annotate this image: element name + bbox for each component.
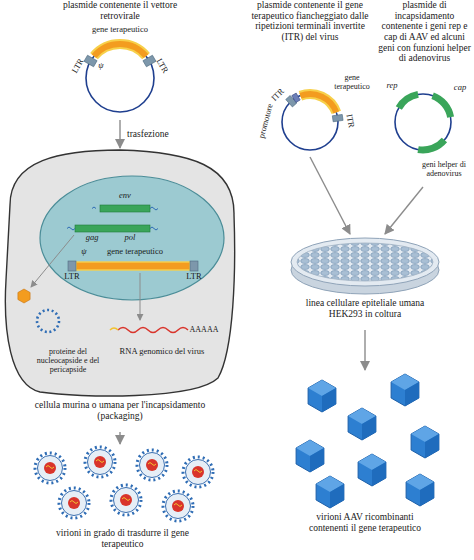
aav-virion — [358, 454, 386, 486]
gene-name: cap — [454, 83, 466, 92]
cell-membrane — [5, 150, 234, 396]
node-caption: plasmide contenente il vettore retrovira… — [50, 0, 190, 21]
aav-virion — [296, 440, 324, 472]
gag-pol-gene — [75, 225, 150, 232]
protein-label: proteine del nucleocapside e del pericap… — [28, 348, 108, 374]
itr-label: ITR — [344, 113, 356, 128]
dna-ends — [67, 207, 158, 230]
helper-label: geni helper di adenovirus — [418, 161, 470, 179]
cell-monolayer — [297, 243, 433, 281]
virion — [111, 485, 141, 515]
aav-virion — [348, 408, 376, 440]
aav-virion — [411, 426, 439, 458]
promoter-label: promotore — [257, 103, 275, 140]
ltr-box — [68, 261, 76, 271]
aav-virion — [316, 476, 344, 508]
nucleus — [40, 176, 224, 300]
virion — [137, 450, 167, 480]
aav-virions — [296, 374, 439, 508]
virion — [85, 447, 115, 477]
plasmid-ring — [282, 94, 338, 150]
dish-rim — [291, 238, 439, 286]
packaging-cell — [5, 150, 234, 396]
itr-label: ITR — [270, 87, 286, 103]
gene-name: rep — [386, 81, 397, 90]
therapeutic-gene — [300, 94, 336, 112]
ltr-box — [143, 55, 156, 67]
envelope-proteins — [37, 310, 59, 332]
gene-outline — [300, 94, 336, 112]
virion-group: virioni AAV ricombinanti contenenti il g… — [290, 372, 440, 554]
cap-gene — [433, 96, 451, 117]
helper-genes — [418, 140, 444, 150]
node-caption: cellula murina o umana per l'incapsidame… — [20, 400, 220, 421]
aav-virion — [308, 380, 336, 412]
flow-arrow — [385, 187, 423, 234]
node-caption: plasmide di incapsidamento contenente i … — [378, 0, 472, 64]
transcription-arrow — [140, 273, 141, 320]
virion — [183, 457, 213, 487]
plasmid-ring — [86, 44, 154, 112]
flow-arrow — [119, 120, 120, 148]
virion — [163, 491, 193, 521]
plasmid-node: plasmide di incapsidamento contenente i … — [377, 0, 472, 185]
virion — [35, 453, 65, 483]
gene-name: gag — [86, 233, 99, 242]
env-gene — [100, 205, 150, 212]
edge-label: trasfezione — [126, 129, 170, 139]
virion-group: virioni in grado di trasdurre il gene te… — [20, 446, 225, 554]
psi-label: ψ — [81, 247, 86, 256]
flow-arrow — [310, 157, 350, 234]
rna-label: RNA genomico del virus — [120, 347, 205, 356]
aav-virion — [391, 374, 419, 406]
capsid-protein — [18, 289, 30, 303]
gene-label: gene terapeutico — [329, 74, 375, 92]
node-caption: virioni AAV ricombinanti contenenti il g… — [300, 512, 430, 533]
aav-virion — [406, 474, 434, 506]
flow-arrow — [119, 432, 120, 444]
dish-node: linea cellulare epiteliale umana HEK293 … — [290, 236, 440, 328]
packaging-plasmid — [395, 94, 451, 150]
retroviral-plasmid — [84, 44, 156, 112]
culture-dish — [291, 238, 439, 294]
promoter — [292, 93, 300, 102]
gene-name: env — [119, 191, 131, 200]
gene-outline — [94, 44, 146, 56]
rna-cap — [110, 328, 118, 330]
node-caption: virioni in grado di trasdurre il gene te… — [43, 528, 203, 549]
retroviral-virions — [35, 447, 213, 521]
aav-vector-plasmid — [282, 93, 343, 150]
flow-arrow — [364, 330, 365, 370]
rna-genome — [118, 328, 188, 333]
gene-name: pol — [125, 233, 136, 242]
node-caption: linea cellulare epiteliale umana HEK293 … — [290, 298, 440, 319]
rep-gene — [399, 94, 418, 108]
node-caption: plasmide contenente il gene terapeutico … — [249, 0, 371, 43]
ltr-box — [190, 261, 198, 271]
ltr-box — [84, 55, 97, 67]
ltr-label: LTR — [186, 272, 201, 281]
psi-label: ψ — [98, 61, 103, 70]
plasmid-ring — [395, 94, 451, 150]
virion — [59, 488, 89, 518]
gene-label: gene terapeutico — [92, 25, 148, 34]
therapeutic-gene — [76, 262, 190, 270]
ltr-label: LTR — [64, 272, 79, 281]
ltr-label: LTR — [70, 57, 86, 75]
plasmid-node: plasmide contenente il vettore retrovira… — [45, 0, 195, 118]
polya-label: AAAAA — [190, 326, 219, 335]
gene-label: gene terapeutico — [107, 247, 163, 256]
ltr-label: LTR — [154, 57, 170, 75]
itr-box — [332, 114, 343, 121]
therapeutic-gene — [94, 44, 146, 56]
